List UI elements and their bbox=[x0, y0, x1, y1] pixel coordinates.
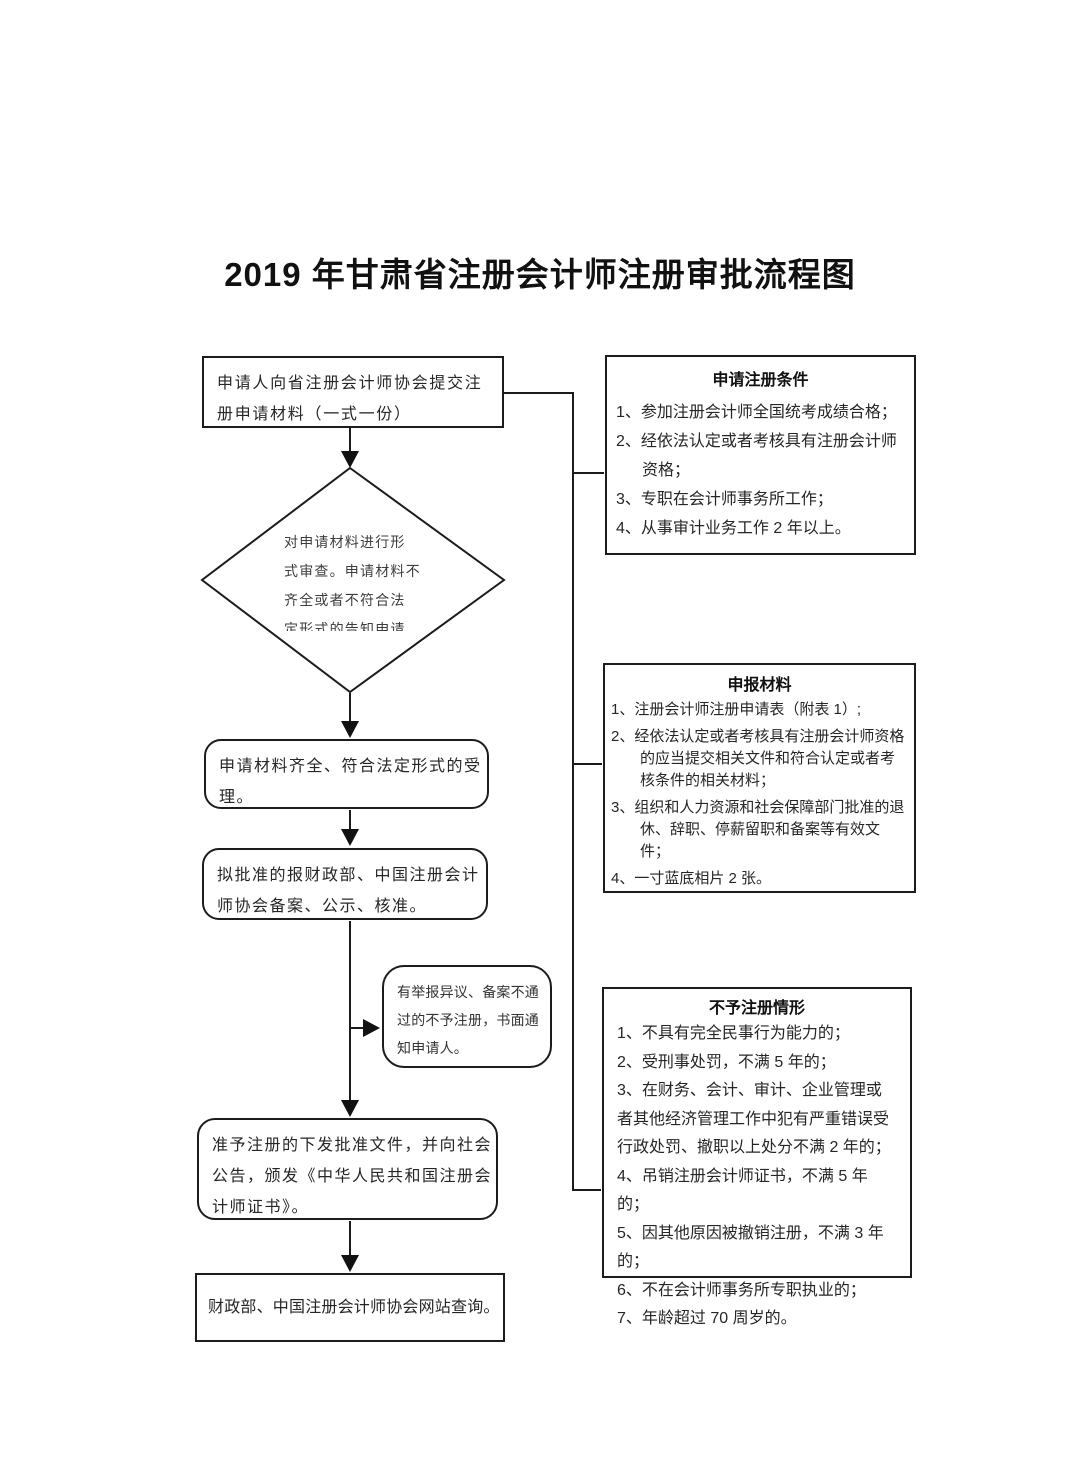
list-item: 7、年龄超过 70 周岁的。 bbox=[617, 1310, 797, 1327]
list-item: 2、经依法认定或者考核具有注册会计师资格的应当提交相关文件和符合认定或者考核条件… bbox=[611, 728, 905, 789]
review-line: 定形式的告知申请 bbox=[284, 621, 406, 631]
list-item: 2、经依法认定或者考核具有注册会计师资格； bbox=[616, 433, 897, 479]
panel-application-materials-title: 申报材料 bbox=[727, 677, 792, 694]
node-record-publicity: 拟批准的报财政部、中国注册会计师协会备案、公示、核准。 bbox=[202, 848, 488, 920]
node-acceptance-label: 申请材料齐全、符合法定形式的受理。 bbox=[219, 758, 482, 806]
list-item: 1、参加注册会计师全国统考成绩合格； bbox=[616, 404, 897, 421]
list-item: 3、专职在会计师事务所工作； bbox=[616, 491, 833, 508]
panel-registration-conditions-items: 1、参加注册会计师全国统考成绩合格； 2、经依法认定或者考核具有注册会计师资格；… bbox=[607, 398, 914, 543]
panel-rejection-cases-title: 不予注册情形 bbox=[708, 1000, 805, 1017]
list-item: 6、不在会计师事务所专职执业的； bbox=[617, 1281, 866, 1299]
node-submit-materials-label: 申请人向省注册会计师协会提交注册申请材料（一式一份） bbox=[217, 375, 483, 423]
node-reject-notice: 有举报异议、备案不通过的不予注册，书面通知申请人。 bbox=[382, 965, 552, 1068]
node-acceptance: 申请材料齐全、符合法定形式的受理。 bbox=[204, 739, 489, 809]
list-item: 3、组织和人力资源和社会保障部门批准的退休、辞职、停薪留职和备案等有效文件； bbox=[611, 799, 905, 860]
review-line: 对申请材料进行形 bbox=[284, 534, 406, 550]
panel-rejection-cases-items: 1、不具有完全民事行为能力的； 2、受刑事处罚，不满 5 年的； 3、在财务、会… bbox=[604, 1020, 910, 1334]
panel-application-materials-items: 1、注册会计师注册申请表（附表 1）; 2、经依法认定或者考核具有注册会计师资格… bbox=[605, 699, 914, 890]
panel-registration-conditions: 申请注册条件 1、参加注册会计师全国统考成绩合格； 2、经依法认定或者考核具有注… bbox=[605, 355, 916, 555]
node-record-publicity-label: 拟批准的报财政部、中国注册会计师协会备案、公示、核准。 bbox=[217, 867, 480, 915]
node-reject-notice-label: 有举报异议、备案不通过的不予注册，书面通知申请人。 bbox=[397, 984, 539, 1056]
node-website-query: 财政部、中国注册会计师协会网站查询。 bbox=[195, 1273, 505, 1342]
node-website-query-label: 财政部、中国注册会计师协会网站查询。 bbox=[208, 1299, 500, 1316]
review-line: 齐全或者不符合法 bbox=[284, 592, 406, 608]
page-title: 2019 年甘肃省注册会计师注册审批流程图 bbox=[224, 256, 856, 293]
list-item: 4、一寸蓝底相片 2 张。 bbox=[611, 870, 772, 887]
decision-diamond bbox=[200, 466, 506, 694]
panel-application-materials: 申报材料 1、注册会计师注册申请表（附表 1）; 2、经依法认定或者考核具有注册… bbox=[603, 663, 916, 893]
list-item: 1、注册会计师注册申请表（附表 1）; bbox=[611, 701, 862, 718]
node-issue-certificate-label: 准予注册的下发批准文件，并向社会公告，颁发《中华人民共和国注册会计师证书》。 bbox=[212, 1137, 493, 1216]
list-item: 5、因其他原因被撤销注册，不满 3 年的； bbox=[617, 1224, 884, 1271]
connector-trunk bbox=[504, 392, 601, 1191]
node-submit-materials: 申请人向省注册会计师协会提交注册申请材料（一式一份） bbox=[202, 356, 504, 428]
panel-registration-conditions-title: 申请注册条件 bbox=[712, 372, 809, 389]
list-item: 4、从事审计业务工作 2 年以上。 bbox=[616, 520, 851, 537]
list-item: 4、吊销注册会计师证书，不满 5 年的； bbox=[617, 1167, 868, 1214]
review-line: 式审查。申请材料不 bbox=[284, 563, 421, 579]
node-formal-review-text: 对申请材料进行形 式审查。申请材料不 齐全或者不符合法 定形式的告知申请 bbox=[284, 528, 440, 631]
panel-rejection-cases: 不予注册情形 1、不具有完全民事行为能力的； 2、受刑事处罚，不满 5 年的； … bbox=[602, 987, 912, 1327]
list-item: 2、受刑事处罚，不满 5 年的； bbox=[617, 1053, 836, 1071]
node-issue-certificate: 准予注册的下发批准文件，并向社会公告，颁发《中华人民共和国注册会计师证书》。 bbox=[197, 1118, 498, 1220]
list-item: 3、在财务、会计、审计、企业管理或者其他经济管理工作中犯有严重错误受行政处罚、撤… bbox=[617, 1082, 891, 1156]
list-item: 1、不具有完全民事行为能力的； bbox=[617, 1025, 850, 1042]
